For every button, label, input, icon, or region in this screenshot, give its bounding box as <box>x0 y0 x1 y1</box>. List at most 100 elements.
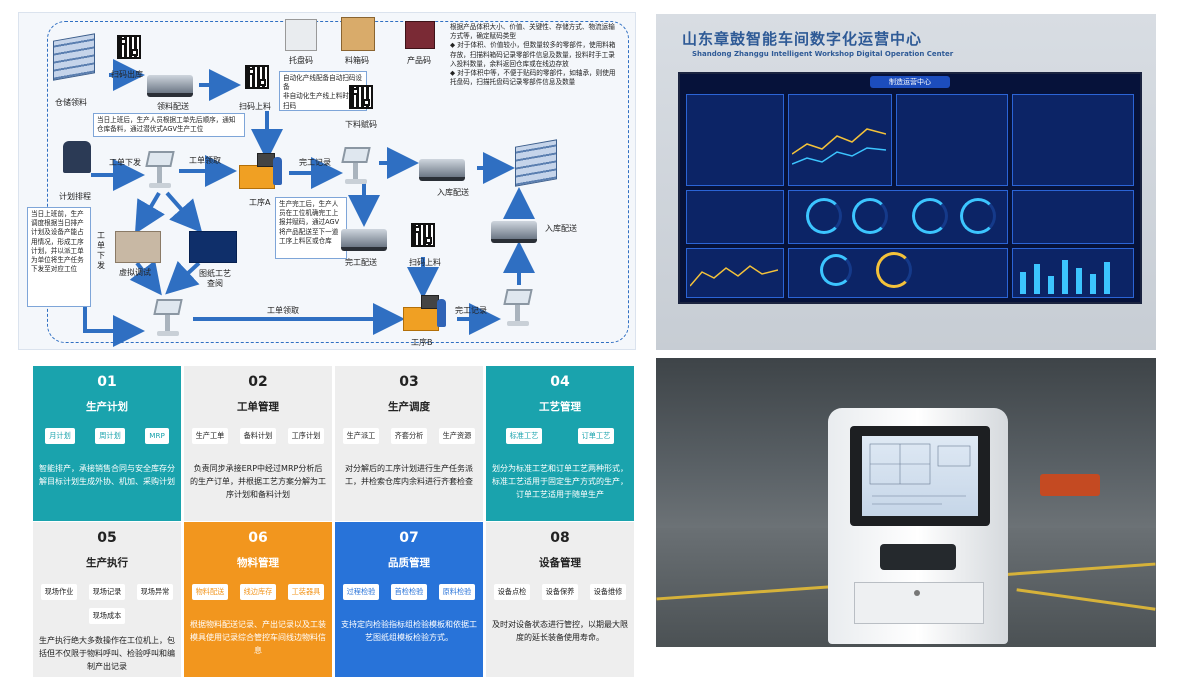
module-tags: 现场作业现场记录现场异常现场成本 <box>37 584 177 624</box>
label-box-code: 料箱码 <box>345 56 369 65</box>
module-description: 根据物料配送记录、产出记录以及工装模具使用记录综合管控车间线边物料信息 <box>190 620 326 655</box>
module-number: 07 <box>399 530 419 546</box>
label-station-a: 工序A <box>249 198 271 207</box>
label-station-b: 工序B <box>411 338 433 347</box>
gauge-icon <box>820 254 852 286</box>
module-tag[interactable]: 月计划 <box>45 428 75 444</box>
dashboard-panel <box>1012 248 1134 298</box>
lock-icon <box>914 590 920 596</box>
module-number: 06 <box>248 530 268 546</box>
agv-cart <box>341 229 387 251</box>
qr-code-icon <box>349 85 373 109</box>
label-scan-load-2: 扫码上料 <box>409 258 441 267</box>
module-tag[interactable]: 首检检验 <box>390 584 428 600</box>
dashboard-panel <box>788 94 892 186</box>
module-tag[interactable]: 订单工艺 <box>577 428 615 444</box>
workstation-a <box>239 153 283 189</box>
module-tag[interactable]: 标准工艺 <box>505 428 543 444</box>
module-tag[interactable]: 现场异常 <box>136 584 174 600</box>
module-title: 物料管理 <box>237 557 279 569</box>
label-product-code: 产品码 <box>407 56 431 65</box>
flow-dashed-frame <box>47 21 629 343</box>
box-icon <box>341 17 375 51</box>
module-tag[interactable]: 工装器具 <box>287 584 325 600</box>
center-subtitle: Shandong Zhanggu Intelligent Workshop Di… <box>692 50 954 58</box>
module-description: 及时对设备状态进行管控，以期最大限度的延长装备使用寿命。 <box>492 620 628 642</box>
note-finish: 生产完工后，生产人员在工位机确完工上报并赋码，通过AGV将产品配送至下一道工序上… <box>275 197 347 259</box>
module-description: 对分解后的工序计划进行生产任务派工，并检索仓库内余料进行齐套检查 <box>345 464 473 486</box>
virtual-debug-image <box>115 231 161 263</box>
note-material-rules: 根据产品体积大小、价值、关键性、存储方式、物流运输方式等，确定赋码类型 ◆ 对于… <box>450 23 616 87</box>
workstation-b <box>403 295 447 331</box>
module-description: 智能排产，承接销售合同与安全库存分解目标计划生成外协、机加、采购计划 <box>39 464 175 486</box>
module-tag[interactable]: 现场成本 <box>88 608 126 624</box>
qr-code-icon <box>245 65 269 89</box>
dashboard-panel <box>686 190 784 244</box>
label-drawing-query: 图纸工艺 查阅 <box>199 269 231 288</box>
label-finish-record-1: 完工记录 <box>299 158 331 167</box>
drawing-on-screen <box>869 443 971 505</box>
video-wall: 制造运营中心 <box>678 72 1142 304</box>
process-flow-diagram: 仓储领料 扫码出库 领料配送 扫码上料 托盘码 料箱码 产品码 自动化产线配备自… <box>18 12 636 350</box>
module-tag[interactable]: 设备保养 <box>541 584 579 600</box>
bar-chart-icon <box>1020 260 1110 294</box>
kiosk-terminal-icon <box>503 289 533 327</box>
module-tags: 生产工单备料计划工序计划 <box>188 428 328 444</box>
agv-cart <box>147 75 193 97</box>
module-tags: 物料配送线边库存工装器具 <box>188 584 328 600</box>
gauge-icon <box>960 198 996 234</box>
module-tag[interactable]: 生产资源 <box>438 428 476 444</box>
module-tag[interactable]: 现场记录 <box>88 584 126 600</box>
module-tag[interactable]: 设备点检 <box>493 584 531 600</box>
module-tag[interactable]: 工序计划 <box>287 428 325 444</box>
flow-arrows <box>83 59 535 347</box>
area-chart-icon <box>690 265 778 287</box>
module-tags: 过程检验首检检验原料检验 <box>339 584 479 600</box>
module-tag[interactable]: 周计划 <box>95 428 125 444</box>
arrow-issue-drawing <box>165 191 203 233</box>
module-tag[interactable]: 设备维修 <box>589 584 627 600</box>
drawing-screen-image <box>189 231 237 263</box>
module-number: 01 <box>97 374 117 390</box>
module-tag[interactable]: 生产派工 <box>342 428 380 444</box>
product-icon <box>405 21 435 49</box>
module-tag[interactable]: 生产工单 <box>191 428 229 444</box>
planner-person-icon <box>63 141 91 173</box>
dashboard-panel <box>1012 94 1134 186</box>
agv-robot <box>1040 474 1100 496</box>
module-title: 生产执行 <box>86 557 128 569</box>
module-tag[interactable]: 现场作业 <box>40 584 78 600</box>
kiosk-screen <box>862 436 978 516</box>
module-tag[interactable]: 备料计划 <box>239 428 277 444</box>
kiosk-drawer <box>854 582 984 624</box>
arrow-issue-virtual <box>134 191 165 234</box>
qr-code-icon <box>411 223 435 247</box>
module-description: 划分为标准工艺和订单工艺两种形式，标准工艺适用于固定生产方式的生产，订单工艺适用… <box>492 464 628 499</box>
dashboard-panel <box>686 94 784 186</box>
module-tag[interactable]: 物料配送 <box>191 584 229 600</box>
module-tag[interactable]: 线边库存 <box>239 584 277 600</box>
agv-cart <box>419 159 465 181</box>
module-tag[interactable]: MRP <box>145 428 169 444</box>
module-tag[interactable]: 过程检验 <box>342 584 380 600</box>
module-tag[interactable]: 齐套分析 <box>390 428 428 444</box>
note-shift-start: 当日上班后，生产人员根据工单先后顺序，通知仓库备料，通过潜伏式AGV生产工位 <box>93 113 245 137</box>
screen-header: 制造运营中心 <box>870 76 950 88</box>
warehouse-rack <box>515 139 557 187</box>
module-tag[interactable]: 原料检验 <box>438 584 476 600</box>
note-before-work: 当日上班前，生产调度根据当日排产计划及设备产能占用情况，形成工序计划，并以派工单… <box>27 207 91 307</box>
label-unload-code: 下料赋码 <box>345 120 377 129</box>
kiosk-terminal-icon <box>145 151 175 189</box>
module-title: 工单管理 <box>237 401 279 413</box>
gauge-icon <box>876 252 912 288</box>
label-pallet-code: 托盘码 <box>289 56 313 65</box>
label-order-issue-2: 工 单 下 发 <box>97 231 105 270</box>
label-scan-load: 扫码上料 <box>239 102 271 111</box>
operation-center-photo: 山东章鼓智能车间数字化运营中心 Shandong Zhanggu Intelli… <box>656 14 1156 350</box>
module-description: 支持定向检验指标组检验模板和依据工艺图纸组模板检验方式。 <box>341 620 477 642</box>
warehouse-rack <box>53 33 95 81</box>
label-pick-delivery: 领料配送 <box>157 102 189 111</box>
